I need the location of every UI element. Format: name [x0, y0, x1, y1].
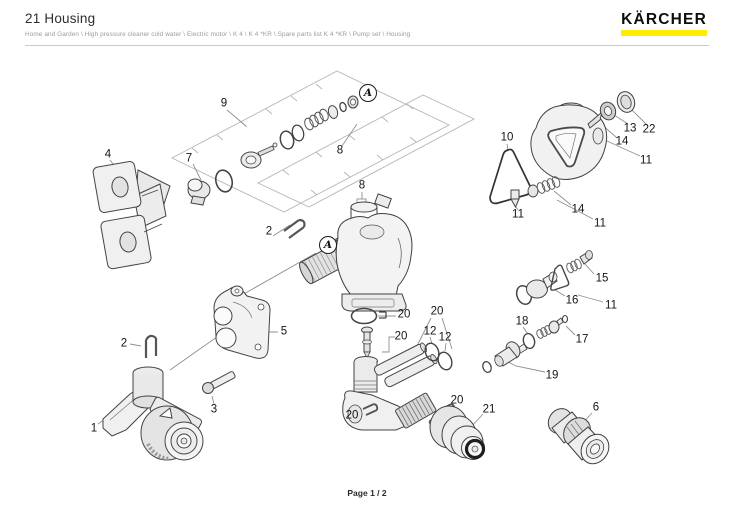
part-8-pump-head — [299, 193, 413, 312]
part-3-screw — [202, 371, 236, 394]
part-11-plug-pin — [510, 189, 520, 209]
karcher-logo: KÄRCHER — [621, 12, 707, 36]
manifold-assembly — [342, 307, 456, 433]
page-indicator: Page 1 / 2 — [347, 488, 387, 498]
part-14-spring-set — [527, 176, 561, 198]
page-title: 21 Housing — [25, 11, 96, 26]
part-21-coupling-cap — [429, 405, 486, 460]
part-17-18-valve-group — [522, 314, 569, 350]
part-8-valve-kit — [240, 95, 359, 169]
exploded-view-drawing — [92, 70, 648, 465]
part-2-clip-lower — [144, 334, 158, 358]
assembly-panels — [171, 70, 476, 213]
logo-yellow-bar — [621, 29, 707, 36]
part-15-16-valve-group — [515, 250, 593, 305]
part-1-inlet-assembly — [102, 366, 204, 461]
part-6-hose-coupling — [547, 408, 610, 465]
part-7-valve-plug — [187, 169, 234, 206]
part-10-triangle-seal — [489, 148, 532, 205]
cylinder-head-assembly — [530, 91, 636, 180]
part-4-rubber-mount — [92, 160, 171, 270]
part-5-cover-plate — [213, 285, 271, 359]
breadcrumb: Home and Garden \ High pressure cleaner … — [25, 31, 411, 38]
karcher-logo-text: KÄRCHER — [621, 11, 707, 28]
header-divider — [25, 45, 709, 46]
part-2-clip-upper — [283, 218, 306, 239]
part-19-piston-group — [482, 341, 528, 373]
